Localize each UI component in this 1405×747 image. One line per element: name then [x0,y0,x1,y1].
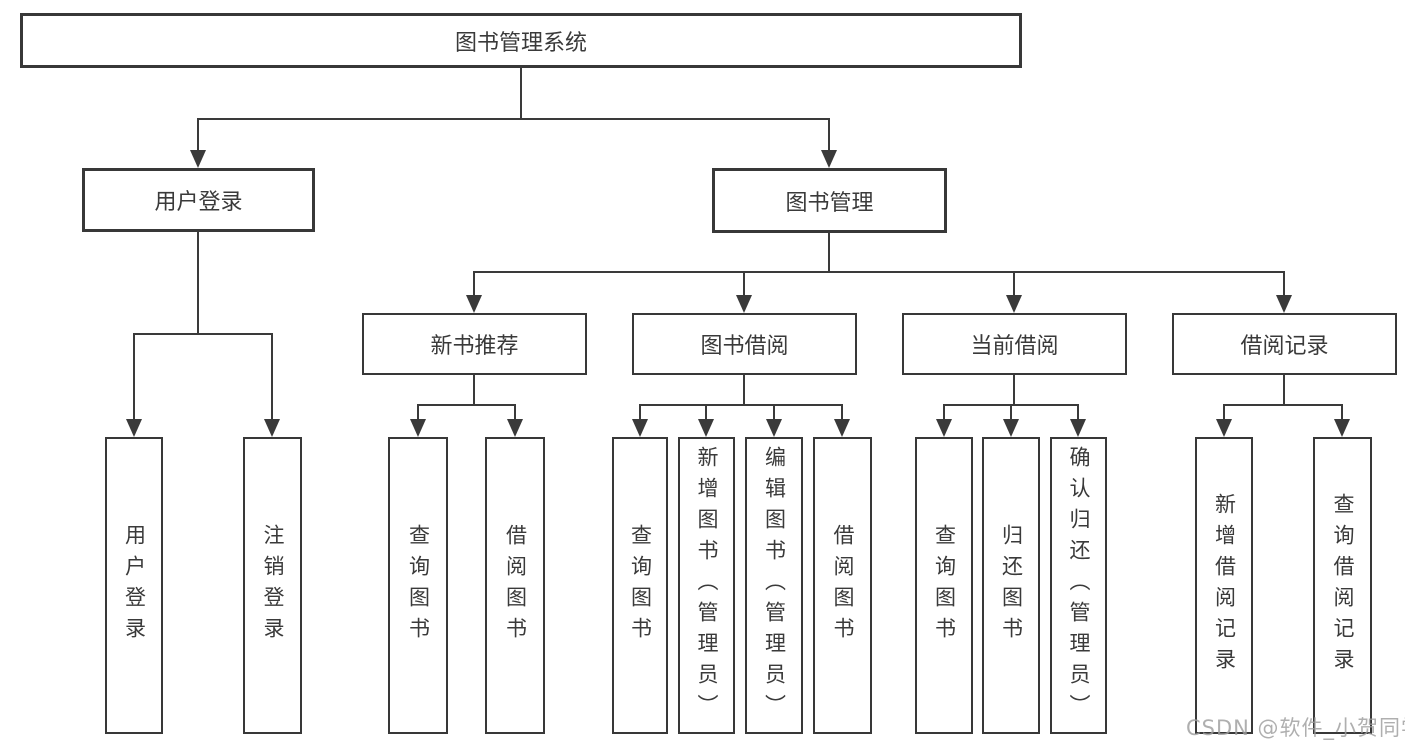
arrowhead-leaf-icon [410,419,426,437]
node-book-borrowing-label: 图书借阅 [700,334,789,359]
connector-user-hline [133,333,273,335]
connector-user-drop-1 [133,333,135,423]
arrowhead-leaf-icon [698,419,714,437]
leaf-query-borrow-record: 查询借阅记录 [1313,437,1372,734]
leaf-query-books-borrowing: 查询图书 [612,437,668,734]
node-current-borrowing-label: 当前借阅 [970,334,1059,359]
connector-leaf-drop [1077,404,1079,422]
leaf-borrow-books-borrowing: 借阅图书 [813,437,872,734]
node-borrowing-records-label: 借阅记录 [1240,334,1329,359]
arrowhead-leaf-icon [1334,419,1350,437]
connector-leaf-drop [773,404,775,422]
arrowhead-leaf-icon [1070,419,1086,437]
arrowhead-leaf-icon [766,419,782,437]
connector-borrowing-stem [743,374,745,406]
leaf-query-books-current: 查询图书 [915,437,973,734]
arrowhead-leaf-icon [1003,419,1019,437]
connector-recommend-hline [417,404,516,406]
connector-borrowing-hline [639,404,843,406]
connector-root-stem [520,68,522,120]
leaf-add-borrow-record: 新增借阅记录 [1195,437,1253,734]
connector-leaf-drop [1341,404,1343,422]
arrowhead-leaf-icon [632,419,648,437]
node-user-login-label: 用户登录 [154,190,243,215]
arrowhead-leaf-logout-icon [264,419,280,437]
node-current-borrowing: 当前借阅 [902,313,1127,375]
arrowhead-leaf-icon [834,419,850,437]
arrowhead-new-book-recommend-icon [466,295,482,313]
connector-recommend-stem [473,374,475,406]
connector-l3-drop-2 [743,271,745,299]
connector-l3-drop-1 [473,271,475,299]
csdn-watermark: CSDN @软件_小贺同学 [1186,716,1405,740]
connector-l3-drop-4 [1283,271,1285,299]
connector-leaf-drop [841,404,843,422]
leaf-add-books-admin: 新增图书（管理员） [678,437,735,734]
node-new-book-recommend-label: 新书推荐 [430,334,519,359]
node-root-system: 图书管理系统 [20,13,1022,68]
arrowhead-user-login-icon [190,150,206,168]
connector-mgmt-stem [828,232,830,273]
arrowhead-leaf-user-login-icon [126,419,142,437]
node-root-label: 图书管理系统 [454,30,587,56]
connector-l3-drop-3 [1013,271,1015,299]
connector-records-stem [1283,374,1285,406]
connector-leaf-drop [943,404,945,422]
connector-l1-drop-right [828,118,830,154]
arrowhead-leaf-icon [1216,419,1232,437]
leaf-edit-books-admin: 编辑图书（管理员） [745,437,803,734]
connector-leaf-drop [514,404,516,422]
connector-leaf-drop [1010,404,1012,422]
connector-records-hline [1223,404,1343,406]
arrowhead-borrowing-records-icon [1276,295,1292,313]
arrowhead-current-borrowing-icon [1006,295,1022,313]
connector-l1-hline [197,118,830,120]
connector-user-drop-2 [271,333,273,423]
node-book-management: 图书管理 [712,168,947,233]
leaf-confirm-return-admin: 确认归还（管理员） [1050,437,1107,734]
arrowhead-leaf-icon [936,419,952,437]
node-new-book-recommend: 新书推荐 [362,313,587,375]
connector-leaf-drop [639,404,641,422]
leaf-logout: 注销登录 [243,437,302,734]
connector-leaf-drop [705,404,707,422]
connector-leaf-drop [1223,404,1225,422]
arrowhead-leaf-icon [507,419,523,437]
node-book-management-label: 图书管理 [785,190,874,216]
node-book-borrowing: 图书借阅 [632,313,857,375]
connector-user-stem [197,231,199,335]
arrowhead-book-borrowing-icon [736,295,752,313]
leaf-query-books-recommend: 查询图书 [388,437,448,734]
leaf-return-books: 归还图书 [982,437,1040,734]
node-user-login: 用户登录 [82,168,315,232]
connector-leaf-drop [417,404,419,422]
connector-l3-hline [473,271,1285,273]
connector-l1-drop-left [197,118,199,154]
node-borrowing-records: 借阅记录 [1172,313,1397,375]
connector-current-stem [1013,374,1015,406]
arrowhead-book-management-icon [821,150,837,168]
leaf-user-login: 用户登录 [105,437,163,734]
leaf-borrow-books-recommend: 借阅图书 [485,437,545,734]
